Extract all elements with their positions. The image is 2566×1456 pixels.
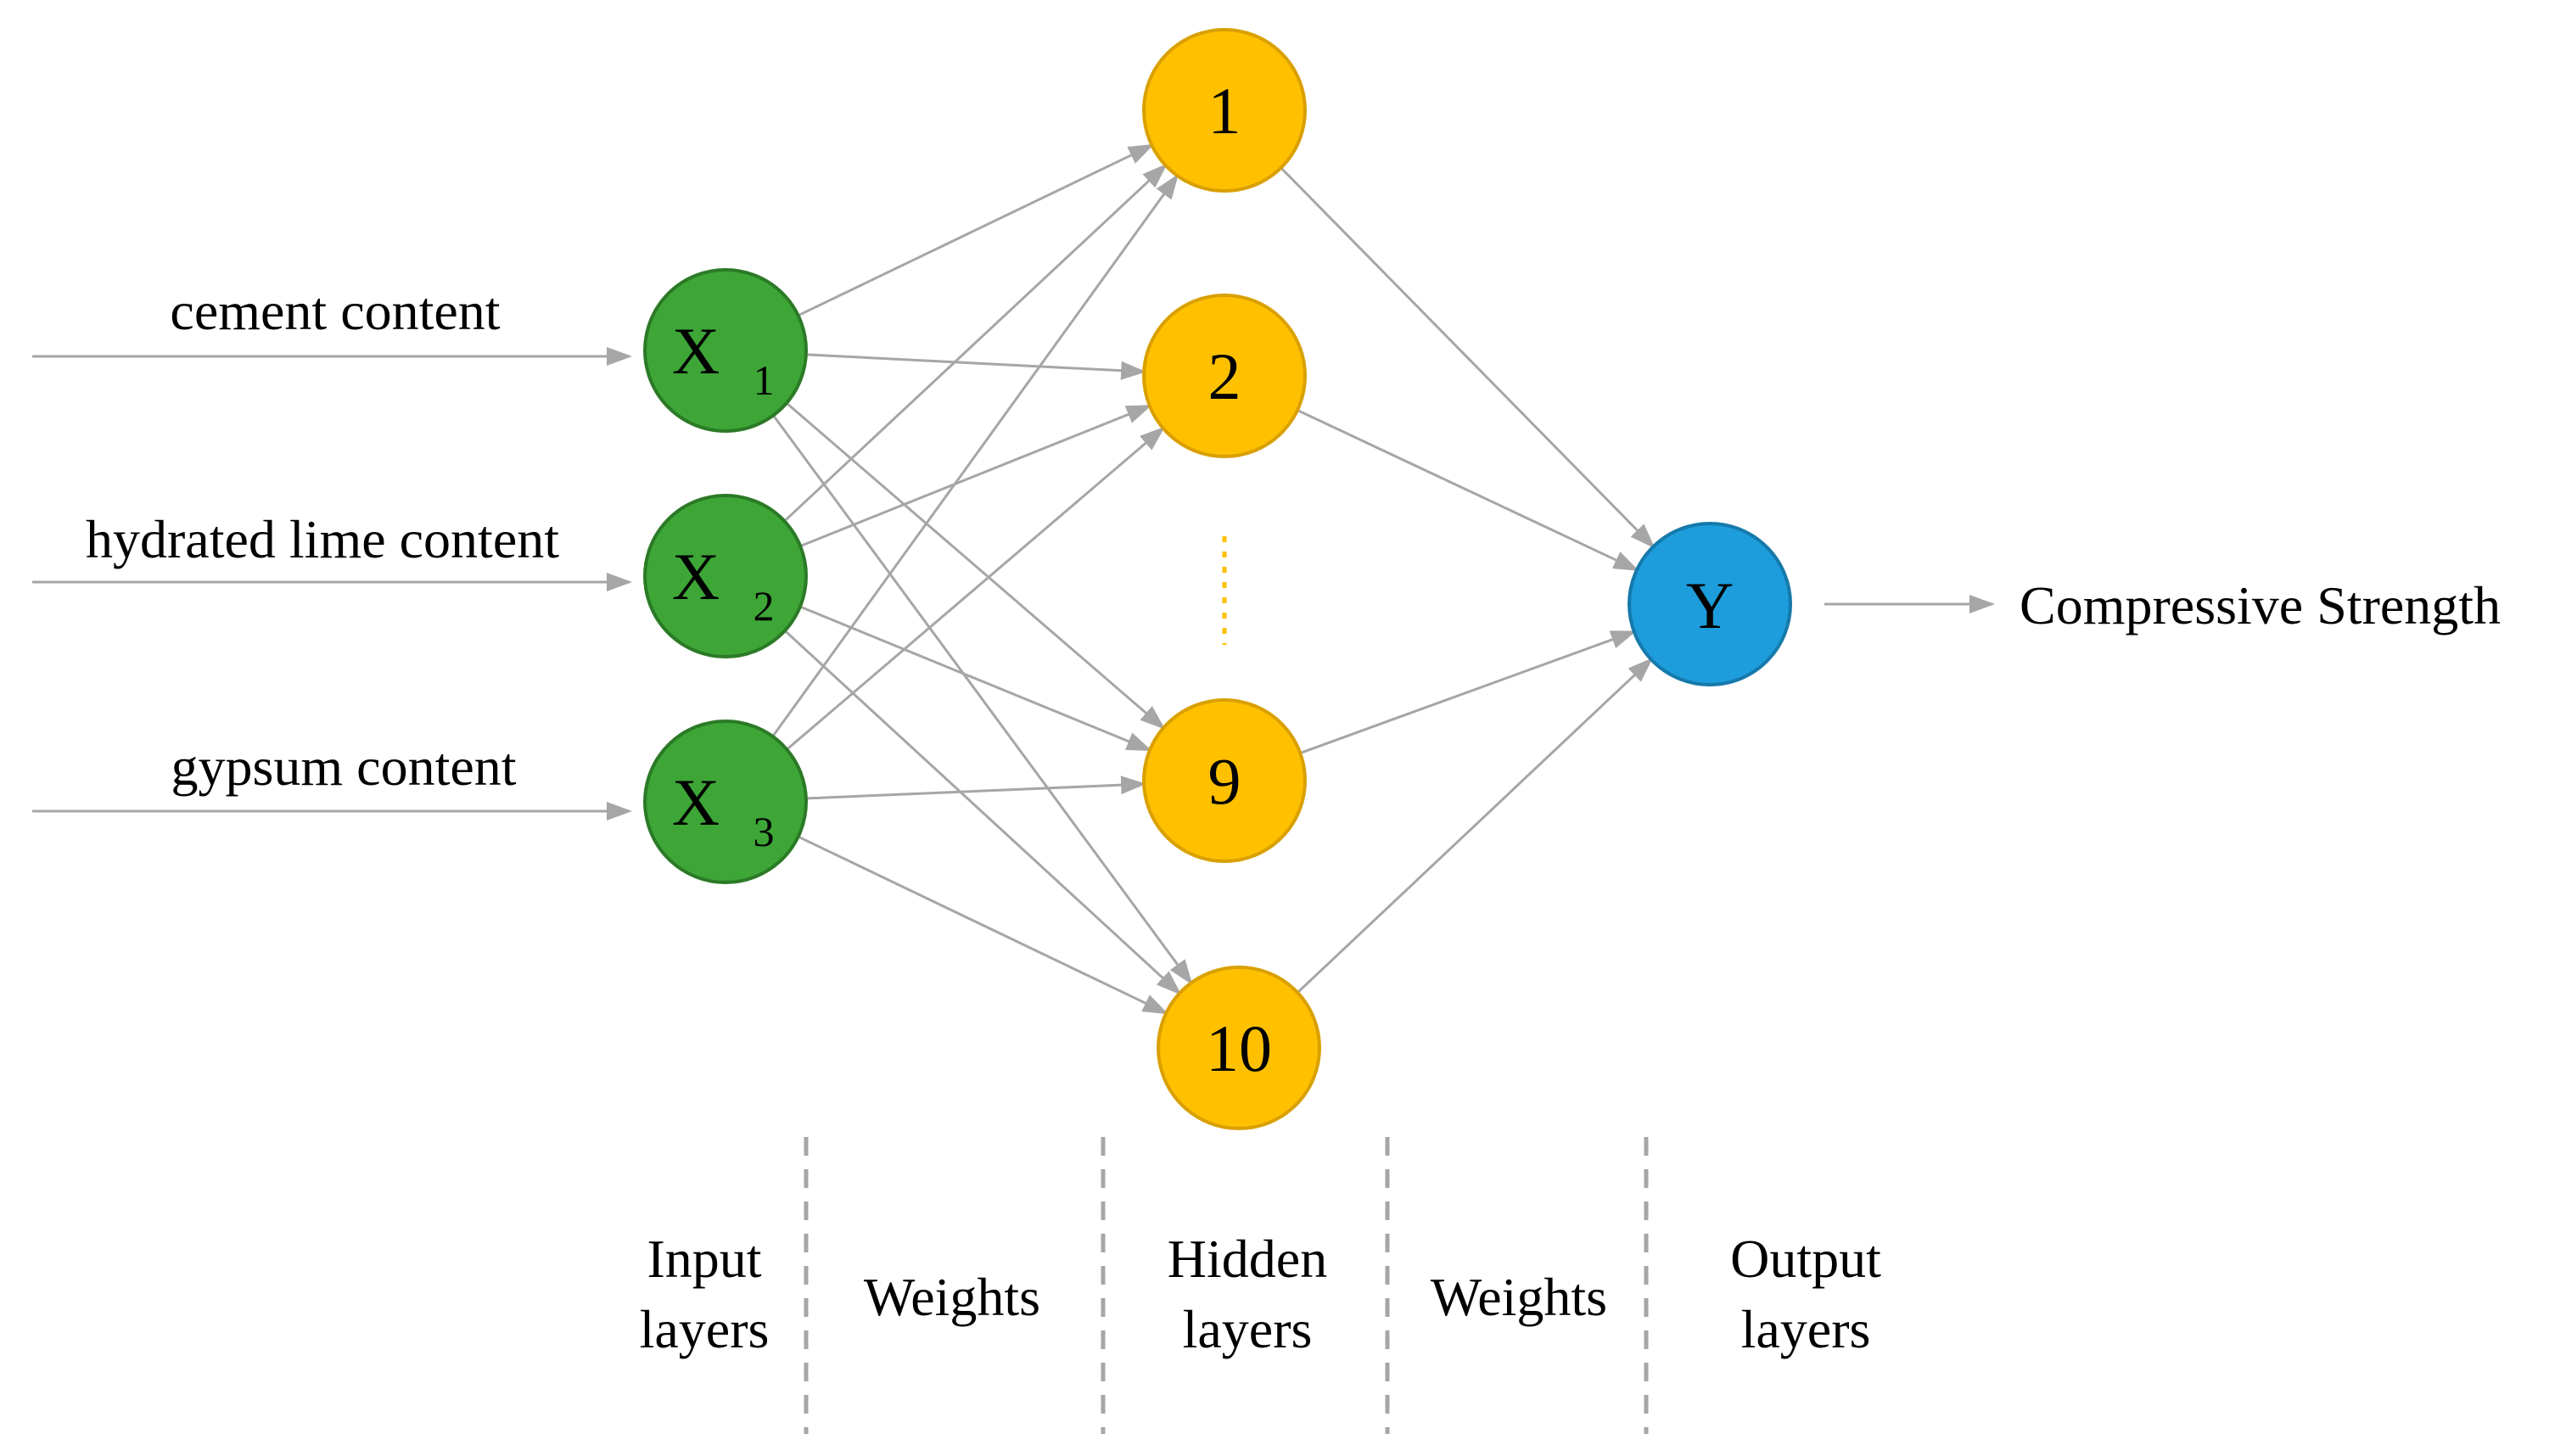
layer-label-input-line2: layers bbox=[640, 1299, 770, 1359]
edges-hidden-output bbox=[1280, 166, 1656, 994]
input-node-3-circle bbox=[643, 720, 808, 884]
edge-hidden-4-output bbox=[1297, 658, 1654, 994]
edge-hidden-2-output bbox=[1297, 409, 1639, 571]
input-node-1-letter: X bbox=[672, 314, 720, 388]
layer-label-weights-1: Weights bbox=[864, 1267, 1040, 1327]
layer-label-output-line2: layers bbox=[1741, 1299, 1871, 1359]
input-labels: cement content hydrated lime content gyp… bbox=[86, 281, 559, 797]
layer-labels: Input layers Weights Hidden layers Weigh… bbox=[640, 1229, 1882, 1359]
layer-label-output-line1: Output bbox=[1730, 1229, 1881, 1289]
input-label-cement: cement content bbox=[170, 281, 500, 341]
hidden-node-1: 1 bbox=[1142, 28, 1307, 193]
layer-label-weights-2: Weights bbox=[1431, 1267, 1607, 1327]
output-node-letter: Y bbox=[1686, 568, 1734, 642]
input-node-3-subscript: 3 bbox=[754, 808, 775, 855]
edges-input-hidden bbox=[771, 143, 1193, 1015]
hidden-node-9-circle bbox=[1142, 698, 1307, 863]
input-node-2-circle bbox=[643, 494, 808, 658]
output-node-circle bbox=[1628, 522, 1792, 686]
hidden-node-9: 9 bbox=[1142, 698, 1307, 863]
input-node-1-circle bbox=[643, 268, 808, 433]
edge-hidden-3-output bbox=[1299, 630, 1637, 754]
input-node-2-subscript: 2 bbox=[754, 582, 775, 630]
edge-input-1-hidden-3 bbox=[785, 401, 1166, 730]
hidden-node-2: 2 bbox=[1142, 294, 1307, 458]
hidden-node-1-label: 1 bbox=[1208, 74, 1241, 148]
edge-input-1-hidden-1 bbox=[797, 143, 1155, 317]
edge-input-2-hidden-4 bbox=[783, 630, 1182, 995]
hidden-node-2-label: 2 bbox=[1208, 339, 1241, 413]
output-node: Y bbox=[1628, 522, 1792, 686]
edge-input-1-hidden-4 bbox=[772, 414, 1193, 985]
input-node-1-subscript: 1 bbox=[754, 356, 775, 404]
input-label-lime: hydrated lime content bbox=[86, 509, 559, 569]
input-node-2-letter: X bbox=[672, 540, 720, 613]
hidden-node-1-circle bbox=[1142, 28, 1307, 193]
edge-input-2-hidden-1 bbox=[783, 163, 1168, 523]
edge-hidden-1-output bbox=[1280, 166, 1656, 549]
hidden-node-10-label: 10 bbox=[1206, 1011, 1272, 1085]
edge-input-3-hidden-1 bbox=[771, 173, 1179, 737]
hidden-node-2-circle bbox=[1142, 294, 1307, 458]
edge-input-1-hidden-2 bbox=[805, 353, 1147, 380]
edge-input-2-hidden-2 bbox=[799, 404, 1152, 548]
layer-label-hidden-line2: layers bbox=[1183, 1299, 1313, 1359]
hidden-node-9-label: 9 bbox=[1208, 744, 1241, 818]
edge-input-3-hidden-3 bbox=[805, 776, 1147, 800]
input-label-gypsum: gypsum content bbox=[171, 736, 516, 797]
hidden-node-10: 10 bbox=[1157, 966, 1321, 1130]
layer-label-hidden-line1: Hidden bbox=[1168, 1229, 1327, 1289]
input-node-3-letter: X bbox=[672, 765, 720, 839]
output-label: Compressive Strength bbox=[2020, 575, 2501, 636]
edge-input-3-hidden-4 bbox=[798, 835, 1169, 1015]
edge-input-2-hidden-3 bbox=[799, 605, 1152, 752]
input-node-1: X 1 bbox=[643, 268, 808, 433]
layer-label-input-line1: Input bbox=[647, 1229, 761, 1289]
hidden-node-10-circle bbox=[1157, 966, 1321, 1130]
layer-dividers bbox=[804, 1137, 1649, 1434]
edge-input-3-hidden-2 bbox=[786, 426, 1166, 751]
input-node-3: X 3 bbox=[643, 720, 808, 884]
input-arrows bbox=[32, 347, 632, 820]
input-node-2: X 2 bbox=[643, 494, 808, 658]
